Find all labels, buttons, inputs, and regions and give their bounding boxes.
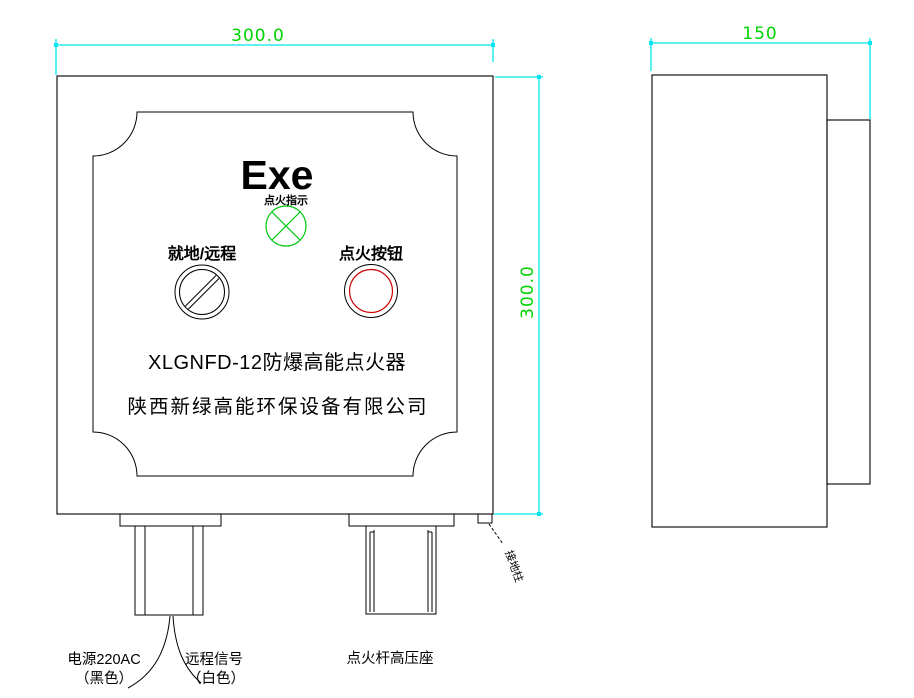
cover-panel-outline (92, 111, 458, 477)
indicator-label: 点火指示 (264, 193, 308, 207)
callouts: 电源220AC （黑色） 远程信号 （白色） 点火杆高压座 (67, 615, 434, 689)
power-leader-line (127, 615, 171, 689)
remote-color-note: （白色） (187, 670, 245, 687)
side-body-outline (651, 74, 828, 528)
indicator-lamp-icon (265, 205, 307, 247)
side-cover-outline (826, 119, 871, 485)
front-width-dimension: 300.0 (54, 26, 495, 75)
ignition-button-icon (344, 264, 398, 318)
front-view: Exe 点火指示 就地/远程 点火按钮 XLGNFD-12防爆高能点火器 陕西新… (56, 75, 527, 616)
ground-lug-label: 接地柱 (502, 548, 526, 584)
selector-label: 就地/远程 (168, 244, 236, 263)
dimensions: 300.0 300.0 150 (54, 24, 872, 516)
model-text: XLGNFD-12防爆高能点火器 (148, 351, 406, 374)
front-height-dim-text: 300.0 (518, 265, 538, 319)
remote-callout-label: 远程信号 (185, 651, 243, 668)
side-depth-dim-text: 150 (742, 24, 777, 44)
cable-gland-hv-socket (348, 513, 455, 615)
ignition-button-label: 点火按钮 (339, 244, 403, 263)
remote-leader-line (172, 615, 202, 684)
ex-marking-text: Exe (241, 152, 314, 198)
power-color-note: （黑色） (75, 670, 133, 687)
side-depth-dimension: 150 (649, 24, 872, 119)
front-height-dimension: 300.0 (494, 75, 543, 516)
side-view (651, 74, 871, 528)
cable-gland-power (119, 513, 222, 616)
front-width-dim-text: 300.0 (231, 26, 285, 46)
selector-switch-icon (174, 264, 230, 320)
hv-socket-callout-label: 点火杆高压座 (347, 650, 434, 667)
enclosure-outline (56, 75, 494, 515)
ground-lug: 接地柱 (477, 513, 527, 584)
company-text: 陕西新绿高能环保设备有限公司 (127, 396, 428, 418)
power-callout-label: 电源220AC (67, 651, 140, 668)
